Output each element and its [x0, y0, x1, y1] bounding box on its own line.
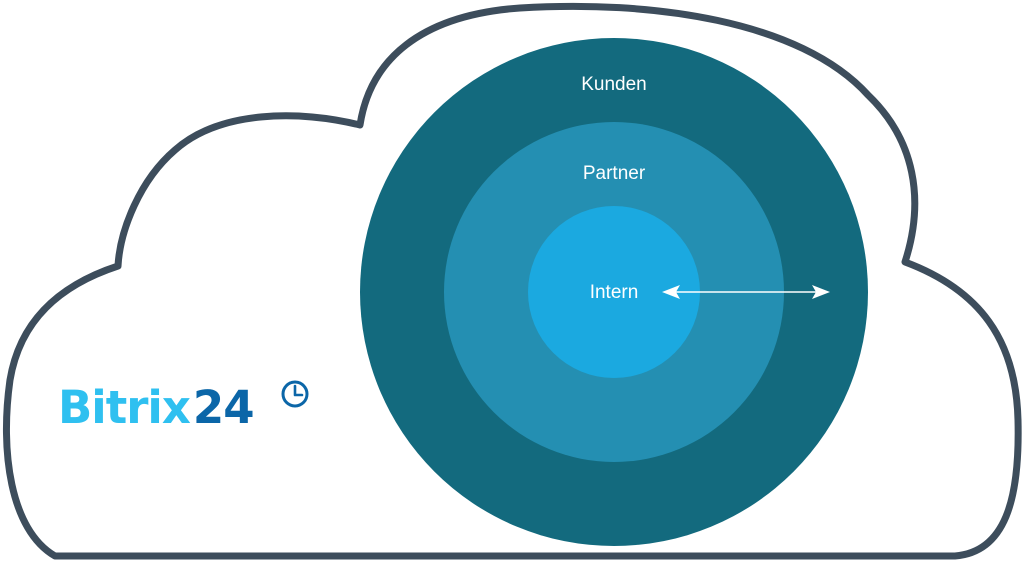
arrow-head-left [662, 285, 680, 299]
svg-text:Bitrix24: Bitrix24 [58, 381, 254, 434]
logo-number: 24 [193, 381, 254, 434]
arrow-head-right [812, 285, 830, 299]
double-arrow [662, 285, 830, 299]
ring-inner-intern [528, 206, 700, 378]
logo-brand: Bitrix [58, 381, 191, 434]
clock-icon [281, 380, 309, 408]
label-intern: Intern [590, 282, 639, 303]
label-partner: Partner [583, 163, 646, 184]
bitrix24-logo: Bitrix24 [58, 380, 309, 434]
label-kunden: Kunden [581, 74, 647, 95]
